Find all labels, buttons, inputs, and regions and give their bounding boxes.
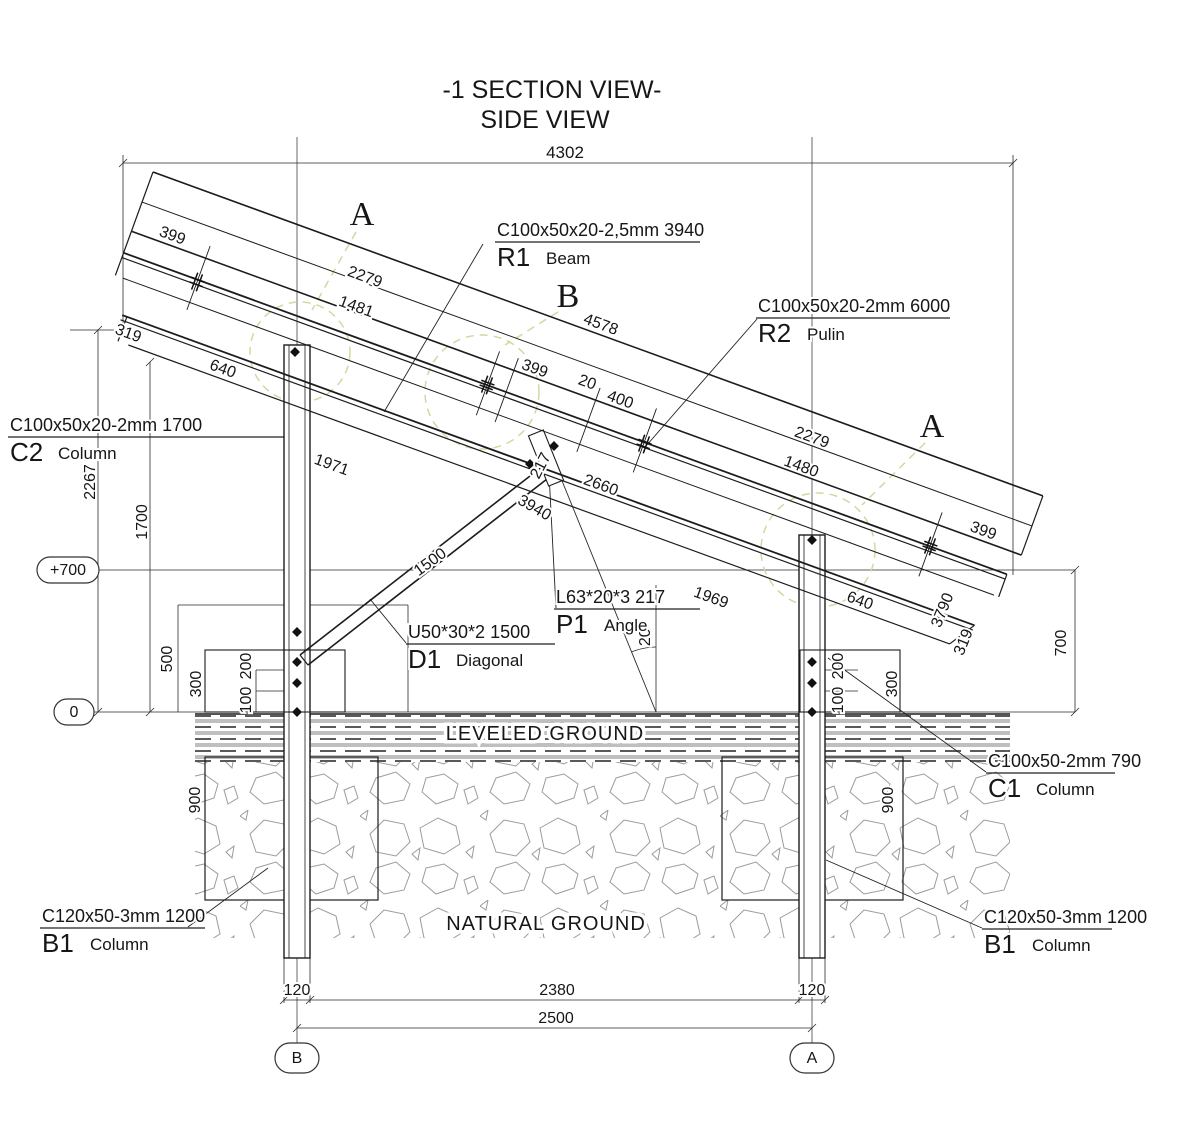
dim-200-left: 200	[238, 653, 255, 680]
dim-1500: 1500	[411, 545, 450, 580]
dim-400-mid: 400	[605, 387, 636, 412]
callout-r2: C100x50x20-2mm 6000 R2 Pulin	[756, 294, 952, 350]
callout-c1: C100x50-2mm 790 C1 Column	[986, 749, 1143, 805]
dim-3790: 3790	[928, 591, 957, 630]
level-zero-label: 0	[70, 704, 79, 721]
dim-100-right: 100	[830, 687, 847, 714]
callout-r1-desc: Beam	[546, 249, 590, 268]
callout-p1-desc: Angle	[604, 616, 647, 635]
grid-bubble-a-label: A	[807, 1050, 818, 1067]
natural-ground-area	[195, 762, 1010, 938]
dim-20-degrees: 20°	[637, 622, 654, 646]
dim-3940: 3940	[515, 492, 554, 525]
dim-200-right: 200	[830, 653, 847, 680]
dim-399-right: 399	[968, 519, 999, 544]
callout-d1: U50*30*2 1500 D1 Diagonal	[406, 620, 532, 676]
callout-d1-desc: Diagonal	[456, 651, 523, 670]
dim-1971: 1971	[312, 451, 351, 479]
callout-b1-right: C120x50-3mm 1200 B1 Column	[982, 905, 1149, 961]
callout-d1-spec: U50*30*2 1500	[408, 622, 530, 642]
drawing-title-line1: -1 SECTION VIEW-	[442, 76, 661, 104]
dim-500: 500	[159, 646, 176, 673]
natural-ground-label: NATURAL GROUND	[446, 913, 646, 935]
callout-b1-right-tag: B1	[984, 929, 1016, 959]
callout-c1-tag: C1	[988, 773, 1021, 803]
dim-1480: 1480	[782, 453, 821, 481]
rail-bolts	[189, 272, 938, 556]
dim-100-left: 100	[238, 687, 255, 714]
dim-20-mid: 20	[576, 372, 599, 394]
drawing-title-line2: SIDE VIEW	[480, 106, 610, 134]
callout-b1-left-tag: B1	[42, 928, 74, 958]
callout-c2-tag: C2	[10, 437, 43, 467]
dim-700-right: 700	[1053, 630, 1070, 657]
dim-1969: 1969	[691, 584, 730, 612]
dim-2660: 2660	[581, 471, 620, 499]
callout-c2: C100x50x20-2mm 1700 C2 Column	[8, 413, 204, 469]
callout-c1-desc: Column	[1036, 780, 1095, 799]
callout-p1-tag: P1	[556, 609, 588, 639]
level-marker-zero: 0	[53, 698, 95, 726]
level-plus700-label: +700	[50, 562, 86, 579]
callout-underlines	[8, 241, 1115, 930]
dim-399-mid: 399	[519, 356, 550, 381]
callout-b1-right-desc: Column	[1032, 936, 1091, 955]
callout-p1-spec: L63*20*3 217	[556, 587, 665, 607]
dim-120-right: 120	[799, 982, 826, 999]
callout-r2-tag: R2	[758, 318, 791, 348]
dim-319-right: 319	[951, 627, 977, 658]
grid-bubble-b-label: B	[292, 1050, 303, 1067]
dim-2500: 2500	[538, 1010, 574, 1027]
dim-top-span: 4302	[546, 143, 584, 162]
callout-b1-right-spec: C120x50-3mm 1200	[984, 907, 1147, 927]
dim-900-right: 900	[880, 787, 897, 814]
column-c1-right	[798, 534, 826, 959]
panel-assembly	[114, 171, 1044, 645]
dim-900-left: 900	[187, 787, 204, 814]
dim-399-left: 399	[157, 223, 188, 248]
leveled-ground-band	[195, 713, 1010, 762]
callout-b1-left: C120x50-3mm 1200 B1 Column	[40, 904, 207, 960]
callout-r2-spec: C100x50x20-2mm 6000	[758, 296, 950, 316]
callout-r1: C100x50x20-2,5mm 3940 R1 Beam	[495, 218, 706, 274]
dim-300-left: 300	[188, 671, 205, 698]
section-marker-a-top: A	[350, 196, 375, 233]
callout-c1-spec: C100x50-2mm 790	[988, 751, 1141, 771]
section-marker-a-right: A	[920, 408, 945, 445]
dim-1700: 1700	[134, 504, 151, 540]
pier-caps	[204, 649, 901, 713]
grid-bubble-a: A	[789, 1042, 835, 1074]
dim-1481: 1481	[336, 293, 375, 321]
column-c2-left	[283, 344, 311, 959]
callout-c2-desc: Column	[58, 444, 117, 463]
dim-319-left: 319	[113, 321, 144, 346]
callout-r1-spec: C100x50x20-2,5mm 3940	[497, 220, 704, 240]
dim-2267: 2267	[82, 464, 99, 500]
dim-120-left: 120	[284, 982, 311, 999]
callout-c2-spec: C100x50x20-2mm 1700	[10, 415, 202, 435]
leveled-ground-label: LEVELED GROUND	[446, 723, 645, 745]
callout-b1-left-desc: Column	[90, 935, 149, 954]
dim-300-right: 300	[884, 671, 901, 698]
grid-bubble-b: B	[274, 1042, 320, 1074]
callout-p1: L63*20*3 217 P1 Angle	[554, 585, 667, 641]
bolt-markers	[290, 347, 817, 717]
callout-r1-tag: R1	[497, 242, 530, 272]
section-detail-circles	[249, 231, 926, 608]
callout-r2-desc: Pulin	[807, 325, 845, 344]
callout-b1-left-spec: C120x50-3mm 1200	[42, 906, 205, 926]
dim-2279-left: 2279	[345, 263, 384, 291]
level-marker-plus700: +700	[36, 556, 100, 584]
section-marker-b: B	[557, 278, 580, 315]
callout-d1-tag: D1	[408, 644, 441, 674]
dim-2380: 2380	[539, 982, 575, 999]
